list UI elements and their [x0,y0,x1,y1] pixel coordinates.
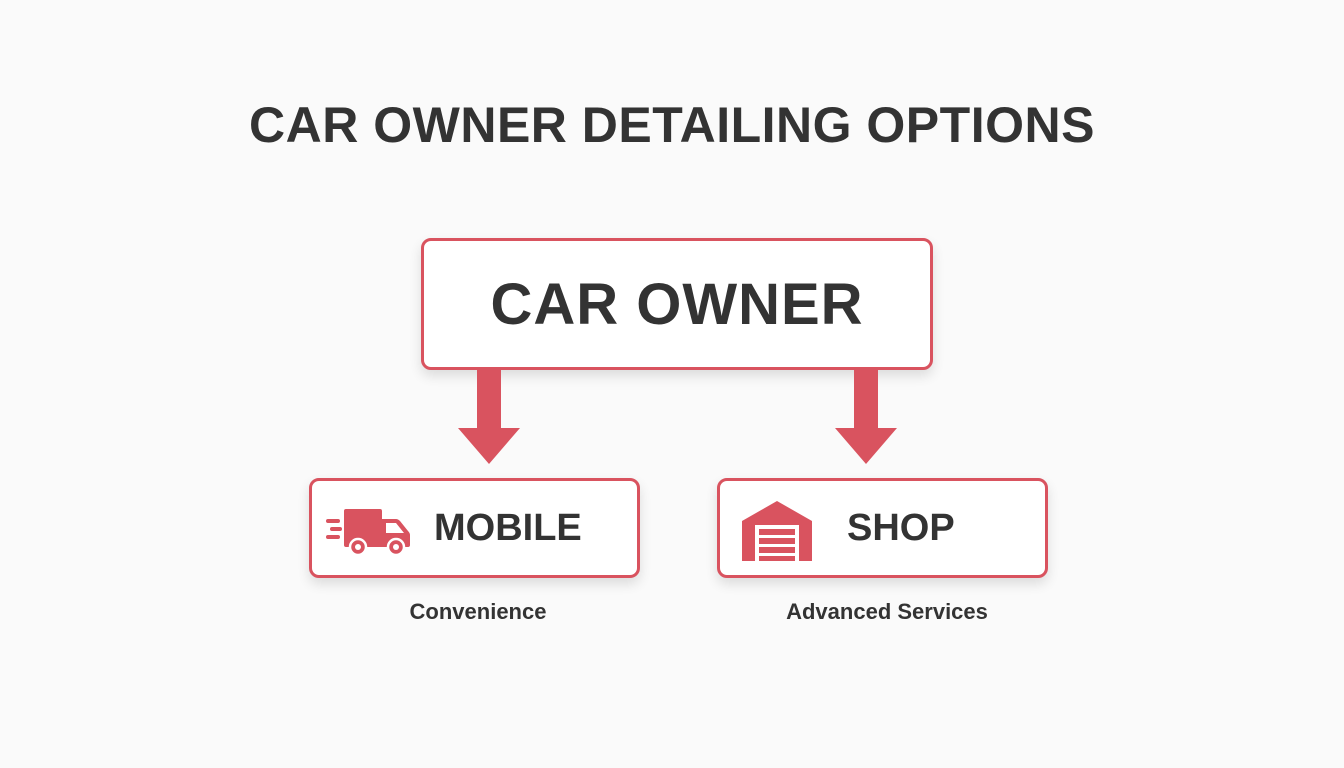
delivery-van-icon [326,509,410,557]
car-owner-label: CAR OWNER [490,271,864,337]
garage-icon [742,501,812,561]
mobile-caption: Convenience [409,599,547,624]
mobile-option-box: MOBILE [309,478,640,578]
shop-option-box: SHOP [717,478,1048,578]
mobile-option-label: MOBILE [434,506,582,549]
diagram-title: CAR OWNER DETAILING OPTIONS [249,97,1095,153]
shop-caption: Advanced Services [786,599,988,624]
arrow-to-shop-icon [835,370,897,464]
shop-option-label: SHOP [847,506,955,549]
car-owner-box: CAR OWNER [421,238,933,370]
arrow-to-mobile-icon [458,370,520,464]
